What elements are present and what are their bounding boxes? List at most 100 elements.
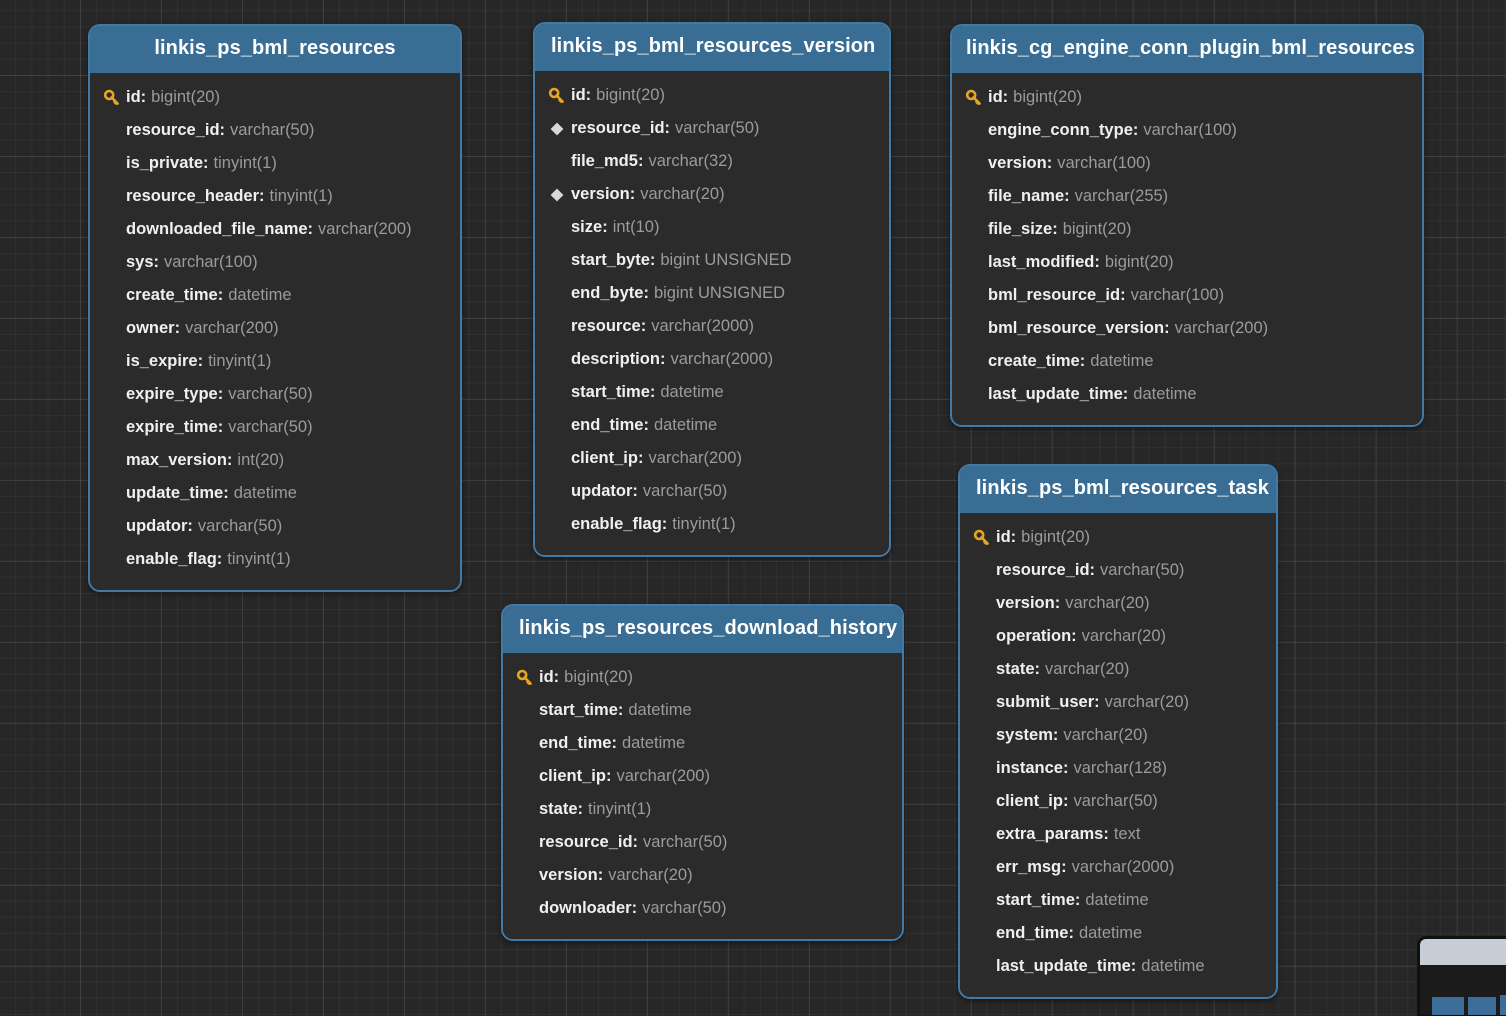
- entity-table-linkis_ps_resources_download_history[interactable]: linkis_ps_resources_download_history id:b…: [501, 604, 904, 941]
- minimap-canvas[interactable]: [1420, 965, 1506, 1015]
- column-separator: :: [217, 385, 224, 403]
- column-row[interactable]: last_update_time:datetime: [960, 950, 1276, 983]
- column-type: varchar(20): [1063, 726, 1148, 744]
- column-row[interactable]: operation:varchar(20): [960, 620, 1276, 653]
- column-icon-spacer: [962, 319, 986, 339]
- column-separator: :: [553, 668, 560, 686]
- entity-title[interactable]: linkis_ps_bml_resources_version: [535, 24, 889, 71]
- column-row[interactable]: start_time:datetime: [535, 376, 889, 409]
- column-name: updator: [126, 517, 188, 535]
- column-row[interactable]: version:varchar(100): [952, 147, 1422, 180]
- column-row[interactable]: is_expire:tinyint(1): [90, 345, 460, 378]
- column-row[interactable]: downloaded_file_name:varchar(200): [90, 213, 460, 246]
- column-row[interactable]: enable_flag:tinyint(1): [535, 508, 889, 541]
- column-row[interactable]: create_time:datetime: [90, 279, 460, 312]
- column-name: is_expire: [126, 352, 198, 370]
- column-row[interactable]: bml_resource_version:varchar(200): [952, 312, 1422, 345]
- entity-table-linkis_ps_bml_resources_task[interactable]: linkis_ps_bml_resources_task id:bigint(20…: [958, 464, 1278, 999]
- column-icon-spacer: [100, 187, 124, 207]
- column-icon-spacer: [513, 701, 537, 721]
- column-row[interactable]: id:bigint(20): [90, 81, 460, 114]
- column-row[interactable]: end_time:datetime: [960, 917, 1276, 950]
- column-separator: :: [1002, 88, 1009, 106]
- column-row[interactable]: downloader:varchar(50): [503, 892, 902, 925]
- column-row[interactable]: state:tinyint(1): [503, 793, 902, 826]
- column-row[interactable]: last_modified:bigint(20): [952, 246, 1422, 279]
- column-row[interactable]: expire_type:varchar(50): [90, 378, 460, 411]
- column-row[interactable]: owner:varchar(200): [90, 312, 460, 345]
- column-row[interactable]: submit_user:varchar(20): [960, 686, 1276, 719]
- column-row[interactable]: err_msg:varchar(2000): [960, 851, 1276, 884]
- entity-title[interactable]: linkis_ps_bml_resources: [90, 26, 460, 73]
- column-row[interactable]: max_version:int(20): [90, 444, 460, 477]
- column-row[interactable]: resource_id:varchar(50): [535, 112, 889, 145]
- column-separator: :: [1079, 352, 1086, 370]
- entity-table-linkis_cg_engine_conn_plugin_bml_resources[interactable]: linkis_cg_engine_conn_plugin_bml_resourc…: [950, 24, 1424, 427]
- column-row[interactable]: bml_resource_id:varchar(100): [952, 279, 1422, 312]
- column-row[interactable]: client_ip:varchar(50): [960, 785, 1276, 818]
- column-row[interactable]: enable_flag:tinyint(1): [90, 543, 460, 576]
- column-row[interactable]: engine_conn_type:varchar(100): [952, 114, 1422, 147]
- entity-title[interactable]: linkis_ps_resources_download_history: [503, 606, 902, 653]
- column-row[interactable]: version:varchar(20): [503, 859, 902, 892]
- column-row[interactable]: system:varchar(20): [960, 719, 1276, 752]
- column-row[interactable]: state:varchar(20): [960, 653, 1276, 686]
- column-row[interactable]: start_time:datetime: [960, 884, 1276, 917]
- column-row[interactable]: instance:varchar(128): [960, 752, 1276, 785]
- column-row[interactable]: expire_time:varchar(50): [90, 411, 460, 444]
- column-row[interactable]: last_update_time:datetime: [952, 378, 1422, 411]
- column-row[interactable]: file_md5:varchar(32): [535, 145, 889, 178]
- column-type: tinyint(1): [208, 352, 272, 370]
- column-row[interactable]: sys:varchar(100): [90, 246, 460, 279]
- column-icon-spacer: [545, 416, 569, 436]
- column-row[interactable]: file_size:bigint(20): [952, 213, 1422, 246]
- entity-title[interactable]: linkis_ps_bml_resources_task: [960, 466, 1276, 513]
- column-icon-spacer: [513, 866, 537, 886]
- entity-title[interactable]: linkis_cg_engine_conn_plugin_bml_resourc…: [952, 26, 1422, 73]
- column-row[interactable]: extra_params:text: [960, 818, 1276, 851]
- column-row[interactable]: updator:varchar(50): [535, 475, 889, 508]
- column-row[interactable]: size:int(10): [535, 211, 889, 244]
- column-type: varchar(100): [164, 253, 258, 271]
- column-row[interactable]: start_time:datetime: [503, 694, 902, 727]
- column-row[interactable]: id:bigint(20): [952, 81, 1422, 114]
- column-separator: :: [1052, 220, 1058, 238]
- column-row[interactable]: client_ip:varchar(200): [535, 442, 889, 475]
- column-row[interactable]: id:bigint(20): [960, 521, 1276, 554]
- minimap-panel[interactable]: [1417, 936, 1506, 1016]
- column-type: varchar(50): [642, 482, 728, 500]
- column-type: varchar(50): [1073, 792, 1158, 810]
- column-separator: :: [226, 451, 233, 469]
- column-row[interactable]: resource_id:varchar(50): [90, 114, 460, 147]
- column-row[interactable]: version:varchar(20): [960, 587, 1276, 620]
- column-row[interactable]: resource_header:tinyint(1): [90, 180, 460, 213]
- column-row[interactable]: update_time:datetime: [90, 477, 460, 510]
- column-type: varchar(50): [228, 385, 313, 403]
- column-separator: :: [637, 449, 644, 467]
- column-row[interactable]: updator:varchar(50): [90, 510, 460, 543]
- column-type: bigint(20): [1062, 220, 1132, 238]
- column-separator: :: [1010, 528, 1017, 546]
- column-row[interactable]: end_time:datetime: [535, 409, 889, 442]
- column-row[interactable]: version:varchar(20): [535, 178, 889, 211]
- column-row[interactable]: file_name:varchar(255): [952, 180, 1422, 213]
- column-row[interactable]: resource_id:varchar(50): [503, 826, 902, 859]
- column-row[interactable]: resource:varchar(2000): [535, 310, 889, 343]
- column-separator: :: [649, 251, 656, 269]
- column-row[interactable]: description:varchar(2000): [535, 343, 889, 376]
- column-row[interactable]: start_byte:bigint UNSIGNED: [535, 244, 889, 277]
- column-row[interactable]: end_byte:bigint UNSIGNED: [535, 277, 889, 310]
- column-type: text: [1113, 825, 1141, 843]
- column-row[interactable]: is_private:tinyint(1): [90, 147, 460, 180]
- column-row[interactable]: resource_id:varchar(50): [960, 554, 1276, 587]
- column-type: varchar(50): [643, 833, 728, 851]
- entity-table-linkis_ps_bml_resources_version[interactable]: linkis_ps_bml_resources_version id:bigint…: [533, 22, 891, 557]
- column-icon-spacer: [545, 515, 569, 535]
- column-row[interactable]: end_time:datetime: [503, 727, 902, 760]
- column-row[interactable]: id:bigint(20): [503, 661, 902, 694]
- column-row[interactable]: id:bigint(20): [535, 79, 889, 112]
- column-row[interactable]: create_time:datetime: [952, 345, 1422, 378]
- column-row[interactable]: client_ip:varchar(200): [503, 760, 902, 793]
